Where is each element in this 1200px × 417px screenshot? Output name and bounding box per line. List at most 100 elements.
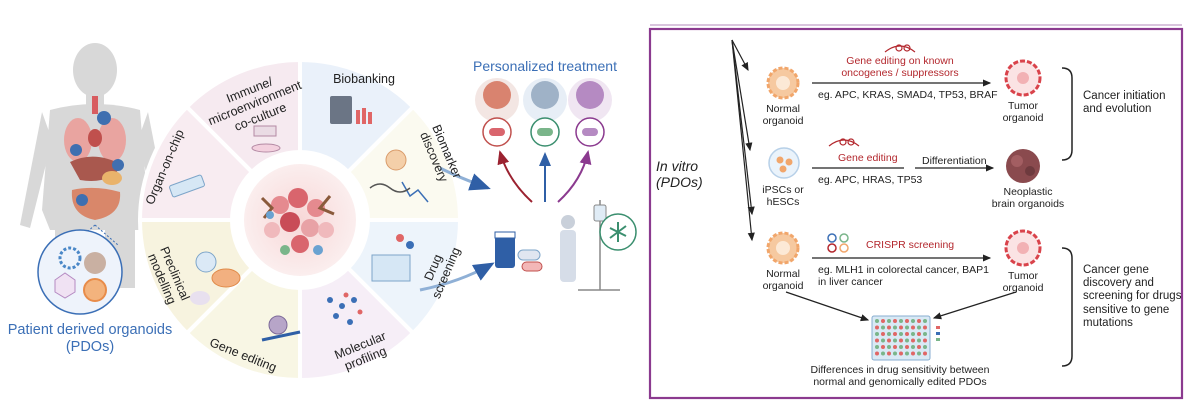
plate-well: [899, 338, 903, 343]
plate-well: [923, 325, 927, 330]
row1-example-label: eg. APC, KRAS, SMAD4, TP53, BRAF: [818, 89, 998, 101]
plate-well: [899, 319, 903, 323]
patient-organoids-dish: [37, 229, 123, 315]
row2-step-label: Differentiation: [922, 155, 987, 167]
scissors-icon: [828, 138, 860, 147]
in-vitro-line2: (PDOs): [656, 174, 703, 191]
row1-result-line2: organoid: [1002, 112, 1044, 125]
plate-well: [875, 325, 879, 330]
row3-example-label: eg. MLH1 in colorectal cancer, BAP1 in l…: [818, 264, 1004, 288]
normal-organoid-row1: [766, 66, 800, 100]
row3-outcome-line1: Cancer gene: [1083, 264, 1149, 276]
plate-well: [905, 319, 909, 323]
plate-well: [899, 325, 903, 330]
human-body-illustration: [20, 43, 170, 288]
plate-well: [911, 332, 915, 336]
plate-well: [923, 345, 927, 349]
plate-well: [899, 351, 903, 356]
patient-organoids-label: Patient derived organoids (PDOs): [2, 322, 178, 355]
patient-label-line1: Patient derived organoids: [7, 322, 173, 338]
applications-wheel: [137, 57, 463, 383]
plate-well: [899, 332, 903, 336]
plate-well: [875, 351, 879, 356]
row3-start-line1: Normal: [766, 268, 800, 280]
in-vitro-frame: [648, 27, 1184, 400]
plate-well: [875, 338, 879, 343]
personalized-treatment-label: Personalized treatment: [473, 58, 617, 74]
row1-outcome-line2: and evolution: [1083, 103, 1152, 116]
plate-well: [881, 332, 885, 336]
drug-sensitivity-label: Differences in drug sensitivity between …: [800, 364, 1000, 388]
ipsc-icon: [768, 147, 800, 179]
row1-outcome-line1: Cancer initiation: [1083, 90, 1166, 102]
row1-method-label: Gene editing on known oncogenes / suppre…: [830, 55, 970, 79]
row3-outcome-line3: screening for drugs: [1083, 290, 1182, 303]
plate-well: [917, 332, 921, 336]
row3-example-line2: in liver cancer: [818, 276, 883, 289]
row3-outcome-line5: mutations: [1083, 316, 1133, 329]
row1-start-line2: organoid: [762, 115, 804, 128]
plate-well: [893, 325, 897, 330]
plate-well: [875, 345, 879, 349]
row2-result-line2: brain organoids: [991, 198, 1065, 211]
plate-well: [887, 332, 891, 336]
plate-well: [911, 351, 915, 356]
drug-sensitivity-line1: Differences in drug sensitivity between: [810, 364, 990, 376]
plate-well: [893, 351, 897, 356]
plate-well: [893, 345, 897, 349]
plate-well: [917, 345, 921, 349]
row1-result-label: Tumor organoid: [993, 100, 1053, 124]
plate-well: [917, 319, 921, 323]
row2-start-line1: iPSCs or: [762, 184, 804, 196]
tumor-cell-cluster: [260, 188, 335, 255]
patient-label-line2: (PDOs): [65, 338, 115, 355]
row3-outcome-line2: discovery and: [1083, 277, 1154, 290]
row3-example-line1: eg. MLH1 in colorectal cancer, BAP1: [818, 264, 990, 276]
row3-result-line1: Tumor: [1008, 270, 1038, 282]
in-vitro-label: In vitro (PDOs): [656, 158, 736, 190]
patients-illustration: [475, 78, 612, 147]
drug-sensitivity-line2: normal and genomically edited PDOs: [813, 376, 987, 389]
plate-well: [875, 332, 879, 336]
plate-well: [881, 345, 885, 349]
row3-outcome-label: Cancer gene discovery and screening for …: [1083, 264, 1183, 330]
plate-well: [887, 319, 891, 323]
plate-well: [893, 332, 897, 336]
plate-well: [893, 338, 897, 343]
plate-well: [911, 325, 915, 330]
row2-result-label: Neoplastic brain organoids: [990, 186, 1066, 210]
plate-well: [923, 351, 927, 356]
segment-biobanking: Biobanking: [333, 72, 395, 86]
scissors-icon: [884, 44, 916, 53]
plate-well: [923, 319, 927, 323]
row2-start-line2: hESCs: [766, 196, 800, 209]
tumor-organoid-row1: [1004, 59, 1042, 97]
plate-well: [911, 345, 915, 349]
plate-well: [881, 351, 885, 356]
row3-start-label: Normal organoid: [750, 268, 816, 292]
row2-example-label: eg. APC, HRAS, TP53: [818, 174, 923, 186]
row1-start-label: Normal organoid: [750, 103, 816, 127]
crispr-library-icon: [827, 233, 849, 253]
plate-well: [881, 325, 885, 330]
row3-start-line2: organoid: [762, 280, 804, 293]
row3-result-label: Tumor organoid: [993, 270, 1053, 294]
drugs-and-patient-illustration: [494, 200, 637, 291]
plate-well: [887, 351, 891, 356]
row2-start-label: iPSCs or hESCs: [752, 184, 814, 208]
row1-outcome-label: Cancer initiation and evolution: [1083, 90, 1183, 116]
plate-well: [917, 325, 921, 330]
plate-well: [899, 345, 903, 349]
row3-outcome-line4: sensitive to gene: [1083, 303, 1170, 316]
plate-well: [887, 345, 891, 349]
plate-well: [905, 351, 909, 356]
plate-well: [905, 345, 909, 349]
row2-result-line1: Neoplastic: [1003, 186, 1053, 198]
tumor-organoid-row3: [1004, 229, 1042, 267]
plate-well: [911, 338, 915, 343]
row1-result-line1: Tumor: [1008, 100, 1038, 112]
row1-method-line2: oncogenes / suppressors: [841, 67, 959, 80]
well-plate-icon: [871, 315, 931, 361]
plate-well: [881, 338, 885, 343]
